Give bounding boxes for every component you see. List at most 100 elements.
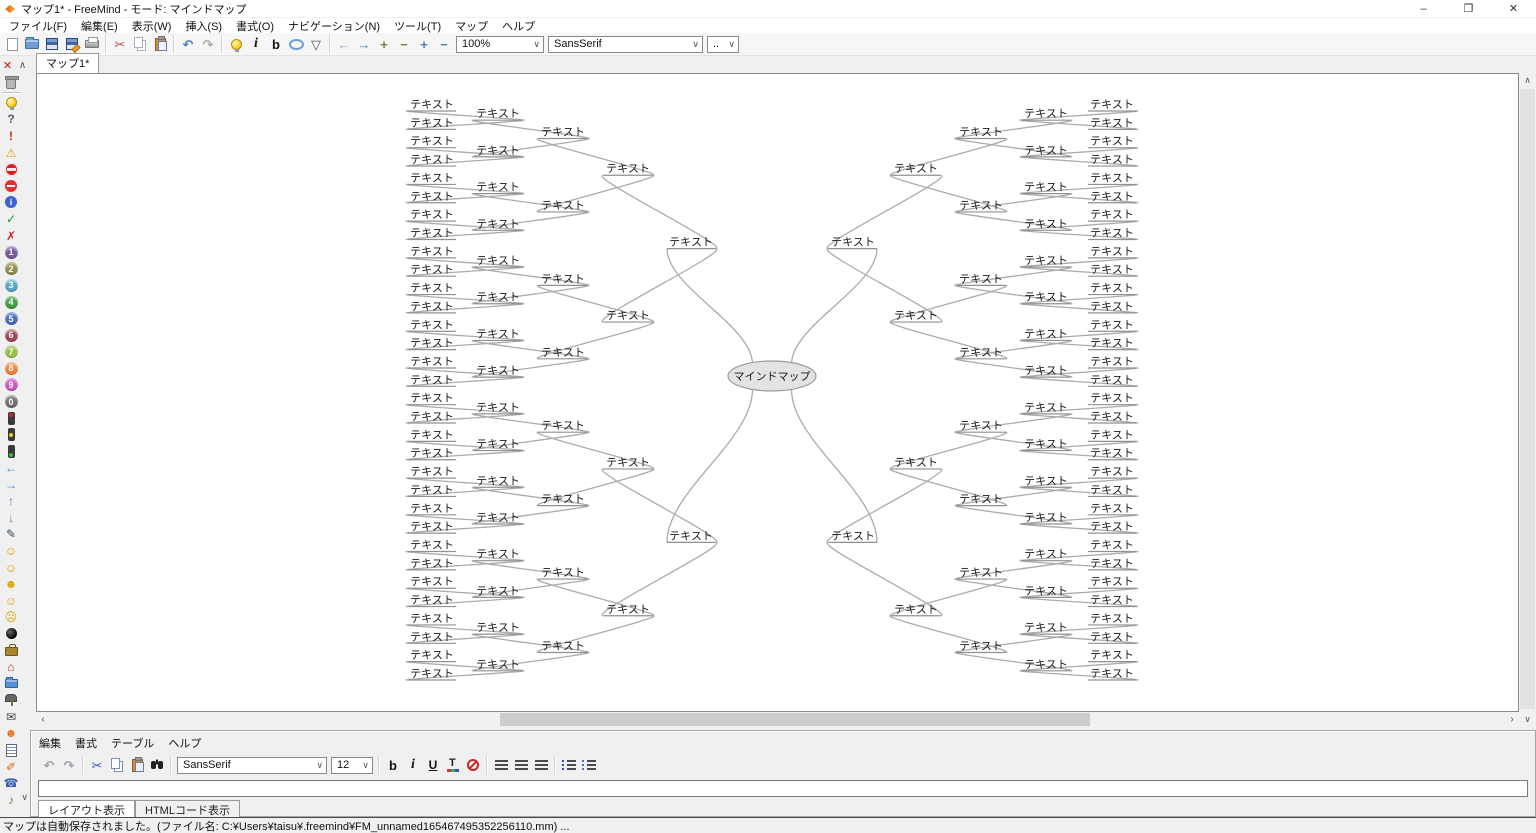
editor-find-button[interactable] [147,755,167,775]
help-icon[interactable]: ? [2,111,20,128]
mindmap-node[interactable]: テキスト [1090,209,1134,221]
mindmap-node[interactable]: テキスト [410,209,454,221]
mindmap-node[interactable]: テキスト [1090,613,1134,625]
mindmap-node[interactable]: テキスト [410,301,454,313]
arrow-right-icon[interactable]: → [2,476,20,493]
vertical-scrollbar[interactable]: ∧ ∨ [1519,73,1536,727]
mindmap-node[interactable]: テキスト [606,457,650,469]
mindmap-node[interactable]: テキスト [476,292,520,304]
arrow-left-icon[interactable]: ← [2,460,20,477]
restore-button[interactable]: ❐ [1463,3,1474,15]
horizontal-scroll-thumb[interactable] [500,713,1090,726]
home-icon[interactable]: ⌂ [2,659,20,676]
mindmap-node[interactable]: テキスト [410,172,454,184]
traffic-yellow-icon[interactable] [2,426,20,443]
mindmap-node[interactable]: テキスト [541,640,585,652]
mindmap-node[interactable]: テキスト [1090,301,1134,313]
mindmap-node[interactable]: テキスト [1090,411,1134,423]
sidebar-scroll-down-button[interactable]: ∨ [21,792,28,802]
mindmap-node[interactable]: テキスト [1024,182,1068,194]
mindmap-node[interactable]: テキスト [410,595,454,607]
mindmap-node[interactable]: テキスト [959,567,1003,579]
number-7-icon[interactable]: 7 [2,344,20,361]
editor-align-right-button[interactable] [531,755,551,775]
menu-format[interactable]: 書式(O) [236,20,274,33]
editor-menu-table[interactable]: テーブル [111,738,155,750]
editor-cut-button[interactable]: ✂ [87,755,107,775]
mindmap-node[interactable]: テキスト [606,310,650,322]
mindmap-node[interactable]: テキスト [1090,466,1134,478]
mindmap-node[interactable]: テキスト [1024,218,1068,230]
editor-bullet-list-button[interactable] [559,755,579,775]
sidebar-scroll-up-button[interactable]: ∧ [18,60,27,71]
mindmap-node[interactable]: テキスト [959,347,1003,359]
mindmap-node[interactable]: テキスト [959,200,1003,212]
filter-button[interactable]: ▽ [306,34,326,54]
number-5-icon[interactable]: 5 [2,310,20,327]
editor-copy-button[interactable] [107,755,127,775]
menu-view[interactable]: 表示(W) [131,20,172,33]
mindmap-node[interactable]: テキスト [476,182,520,194]
mindmap-node[interactable]: テキスト [1024,255,1068,267]
smiley-neutral-icon[interactable]: ☺ [2,543,20,560]
mindmap-node[interactable]: テキスト [1090,191,1134,203]
mindmap-node[interactable]: テキスト [476,659,520,671]
mindmap-node[interactable]: テキスト [1024,439,1068,451]
mindmap-node[interactable]: テキスト [541,273,585,285]
mindmap-node[interactable]: テキスト [476,108,520,120]
mindmap-node[interactable]: テキスト [410,393,454,405]
font-select[interactable]: SansSerif∨ [548,35,703,53]
mindmap-node[interactable]: テキスト [476,328,520,340]
mindmap-node[interactable]: テキスト [1090,540,1134,552]
scroll-right-arrow[interactable]: › [1510,714,1514,725]
vertical-scroll-thumb[interactable] [1520,89,1535,709]
smiley-smile-icon[interactable]: ☺ [2,559,20,576]
copy-button[interactable] [130,34,150,54]
mindmap-node[interactable]: テキスト [1090,448,1134,460]
editor-menu-format[interactable]: 書式 [75,738,97,750]
open-map-button[interactable] [22,34,42,54]
number-2-icon[interactable]: 2 [2,261,20,278]
italic-button[interactable]: i [246,34,266,54]
menu-file[interactable]: ファイル(F) [9,20,68,33]
menu-insert[interactable]: 挿入(S) [185,20,223,33]
warning-icon[interactable]: ⚠ [2,144,20,161]
zoom-in-button[interactable]: + [414,34,434,54]
mindmap-node[interactable]: テキスト [1090,429,1134,441]
editor-align-left-button[interactable] [491,755,511,775]
stop-icon[interactable] [2,161,20,178]
editor-underline-button[interactable]: U [423,755,443,775]
editor-italic-button[interactable]: i [403,755,423,775]
mindmap-node[interactable]: テキスト [1024,549,1068,561]
mail-icon[interactable]: ✉ [2,709,20,726]
mindmap-node[interactable]: テキスト [476,145,520,157]
mindmap-node[interactable]: テキスト [476,622,520,634]
mindmap-node[interactable]: テキスト [476,475,520,487]
mindmap-node[interactable]: テキスト [541,347,585,359]
mindmap-node[interactable]: テキスト [410,558,454,570]
mindmap-node[interactable]: テキスト [1090,356,1134,368]
bold-button[interactable]: b [266,34,286,54]
mindmap-node[interactable]: テキスト [541,127,585,139]
mindmap-node[interactable]: テキスト [1090,576,1134,588]
editor-menu-edit[interactable]: 編集 [39,738,61,750]
menu-navigation[interactable]: ナビゲーション(N) [288,20,381,33]
mindmap-node[interactable]: テキスト [410,283,454,295]
mindmap-node[interactable]: テキスト [410,484,454,496]
menu-edit[interactable]: 編集(E) [81,20,118,33]
mindmap-node[interactable]: テキスト [1090,154,1134,166]
ok-icon[interactable]: ✓ [2,211,20,228]
mindmap-node[interactable]: テキスト [1090,338,1134,350]
map-canvas[interactable]: テキストテキストテキストテキストテキストテキストテキストテキストテキストテキスト… [36,73,1519,712]
number-0-icon[interactable]: 0 [2,393,20,410]
mindmap-node[interactable]: テキスト [1024,585,1068,597]
editor-numbered-list-button[interactable] [579,755,599,775]
traffic-green-icon[interactable] [2,443,20,460]
important-icon[interactable]: ! [2,128,20,145]
scroll-down-arrow[interactable]: ∨ [1524,714,1531,724]
mindmap-node[interactable]: テキスト [541,200,585,212]
mindmap-node[interactable]: テキスト [1090,503,1134,515]
mindmap-node[interactable]: テキスト [1090,99,1134,111]
mindmap-node[interactable]: テキスト [894,310,938,322]
mindmap-node[interactable]: テキスト [831,237,875,249]
